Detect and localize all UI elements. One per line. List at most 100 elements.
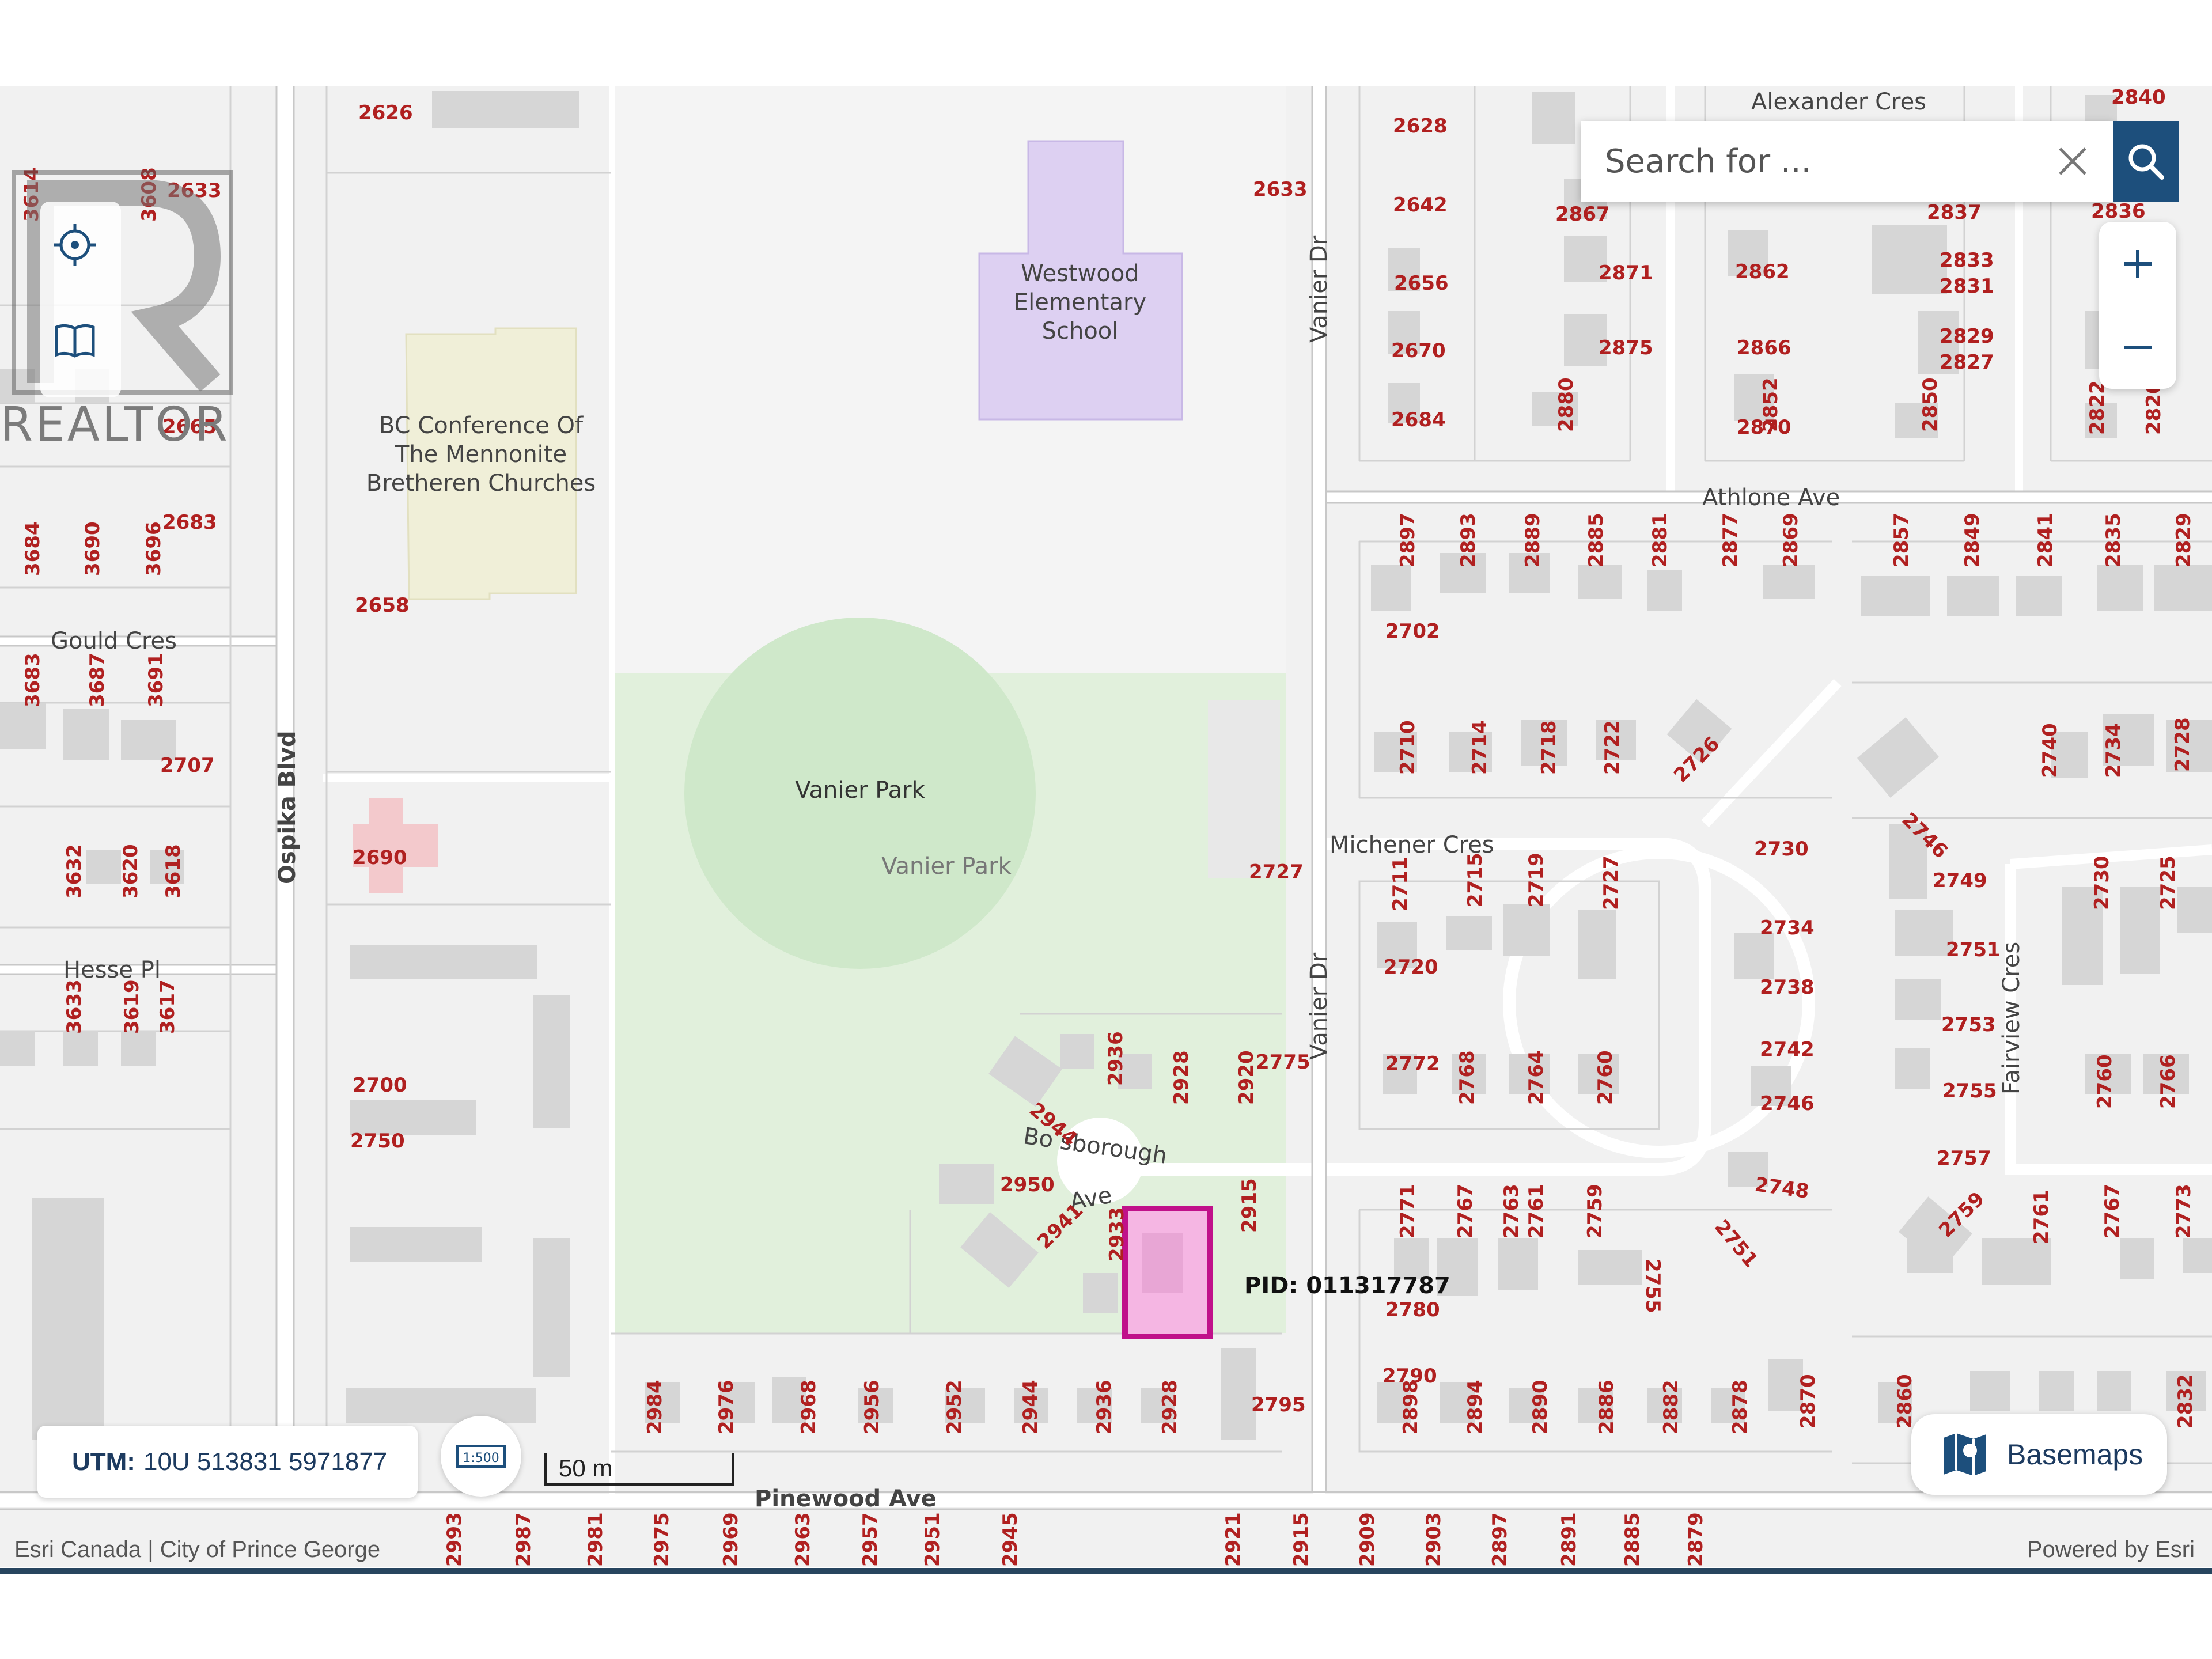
svg-text:2746: 2746	[1760, 1092, 1815, 1115]
svg-text:3619: 3619	[120, 979, 143, 1034]
svg-text:2975: 2975	[650, 1512, 673, 1567]
svg-text:2987: 2987	[512, 1512, 535, 1567]
svg-text:2768: 2768	[1456, 1050, 1479, 1105]
svg-text:2832: 2832	[2174, 1374, 2197, 1429]
map-canvas[interactable]: Alexander Cres Athlone Ave Vanier Dr Van…	[0, 86, 2212, 1567]
svg-text:2702: 2702	[1385, 620, 1440, 643]
scale-bar-label: 50 m	[559, 1455, 613, 1482]
svg-text:2870: 2870	[1797, 1374, 1820, 1429]
road-label-vanier-dr-north: Vanier Dr	[1306, 235, 1332, 343]
svg-text:2822: 2822	[2086, 380, 2109, 435]
svg-text:2820: 2820	[2142, 380, 2165, 435]
svg-text:2626: 2626	[358, 101, 413, 124]
highlighted-property-building	[1142, 1233, 1183, 1293]
svg-text:2956: 2956	[861, 1380, 884, 1434]
svg-text:2642: 2642	[1393, 194, 1448, 217]
zoom-out-button[interactable]	[2099, 305, 2176, 389]
svg-text:2700: 2700	[353, 1074, 407, 1097]
basemaps-button[interactable]: Basemaps	[1911, 1414, 2167, 1495]
svg-text:2881: 2881	[1649, 513, 1672, 567]
svg-text:2683: 2683	[162, 511, 217, 534]
search-button[interactable]	[2113, 121, 2179, 202]
road-label-pinewood-ave: Pinewood Ave	[755, 1486, 937, 1512]
parcel-lines	[0, 86, 2212, 1464]
svg-text:2742: 2742	[1760, 1038, 1815, 1061]
cul-de-sac-ring	[1503, 846, 1815, 1158]
svg-text:2885: 2885	[1621, 1512, 1644, 1567]
svg-text:2755: 2755	[1641, 1259, 1664, 1313]
svg-text:2936: 2936	[1093, 1380, 1116, 1434]
close-icon	[2059, 147, 2086, 175]
svg-text:2827: 2827	[1940, 351, 1994, 374]
realtor-logo-icon	[12, 170, 233, 395]
poi-label-school-3: School	[1042, 318, 1119, 344]
svg-text:2963: 2963	[791, 1512, 815, 1567]
svg-text:2866: 2866	[1737, 336, 1791, 359]
svg-text:2976: 2976	[715, 1380, 738, 1434]
svg-text:2890: 2890	[1529, 1380, 1552, 1434]
svg-text:2969: 2969	[719, 1512, 743, 1567]
address-labels: 2626 2633 2633 2665 2683 2658 2707 2690 …	[160, 86, 2166, 1416]
svg-text:3617: 3617	[156, 979, 179, 1034]
svg-text:2719: 2719	[1525, 853, 1548, 907]
svg-text:2840: 2840	[2111, 86, 2166, 109]
left-tool-panel	[40, 202, 121, 397]
svg-text:2757: 2757	[1937, 1147, 1991, 1170]
svg-text:2849: 2849	[1961, 513, 1984, 567]
map-layers-icon	[1944, 1433, 1986, 1476]
zoom-in-button[interactable]	[2099, 222, 2176, 305]
svg-text:2852: 2852	[1759, 377, 1782, 432]
church-building	[405, 327, 577, 600]
scale-bar: 50 m	[544, 1453, 734, 1486]
svg-text:2767: 2767	[2101, 1184, 2124, 1238]
locate-button[interactable]	[52, 222, 109, 279]
svg-text:2750: 2750	[350, 1130, 405, 1153]
attribution-right: Powered by Esri	[2027, 1537, 2195, 1562]
highlighted-property[interactable]	[1122, 1206, 1213, 1339]
realtor-logo	[12, 170, 233, 395]
road-label-fairview-cres: Fairview Cres	[1998, 942, 2025, 1094]
svg-text:2870: 2870	[1737, 416, 1791, 439]
svg-text:2903: 2903	[1422, 1512, 1445, 1567]
map-svg: Alexander Cres Athlone Ave Vanier Dr Van…	[0, 86, 2212, 1567]
svg-text:2885: 2885	[1585, 513, 1608, 567]
svg-text:3620: 3620	[119, 844, 142, 899]
svg-text:2771: 2771	[1396, 1184, 1419, 1238]
svg-text:2829: 2829	[1940, 325, 1994, 348]
svg-text:2841: 2841	[2034, 513, 2057, 567]
svg-text:2920: 2920	[1235, 1050, 1258, 1105]
svg-text:2670: 2670	[1391, 339, 1446, 362]
svg-text:2748: 2748	[1753, 1173, 1810, 1203]
svg-text:2898: 2898	[1399, 1380, 1422, 1434]
bottom-bar	[0, 1568, 2212, 1574]
search-input[interactable]	[1604, 142, 2021, 181]
svg-text:2857: 2857	[1890, 513, 1913, 567]
svg-text:2928: 2928	[1158, 1380, 1181, 1434]
svg-text:2751: 2751	[1710, 1215, 1762, 1272]
school-building	[978, 140, 1183, 421]
svg-text:3684: 3684	[21, 521, 44, 576]
svg-text:2720: 2720	[1384, 956, 1438, 979]
svg-text:2684: 2684	[1391, 408, 1446, 431]
search-icon	[2128, 144, 2164, 180]
svg-text:2952: 2952	[943, 1380, 966, 1434]
svg-text:2759: 2759	[1584, 1184, 1607, 1238]
clear-search-button[interactable]	[2055, 144, 2090, 179]
svg-text:2740: 2740	[2039, 723, 2062, 778]
school-grounds	[612, 86, 1286, 673]
legend-button[interactable]	[52, 317, 109, 374]
svg-text:2707: 2707	[160, 754, 215, 777]
svg-text:3696: 3696	[142, 521, 165, 576]
svg-text:2763: 2763	[1500, 1184, 1523, 1238]
scale-button[interactable]: 1:500	[441, 1416, 521, 1497]
svg-text:2766: 2766	[2157, 1054, 2180, 1109]
svg-text:3690: 3690	[81, 521, 104, 576]
road-network	[0, 86, 2212, 1507]
utm-label: UTM:	[72, 1447, 135, 1476]
poi-label-school-2: Elementary	[1014, 289, 1146, 316]
svg-text:2850: 2850	[1919, 377, 1942, 432]
svg-text:2760: 2760	[1594, 1050, 1617, 1105]
svg-text:2767: 2767	[1454, 1184, 1477, 1238]
svg-text:2936: 2936	[1104, 1031, 1127, 1086]
svg-text:2875: 2875	[1599, 336, 1653, 359]
